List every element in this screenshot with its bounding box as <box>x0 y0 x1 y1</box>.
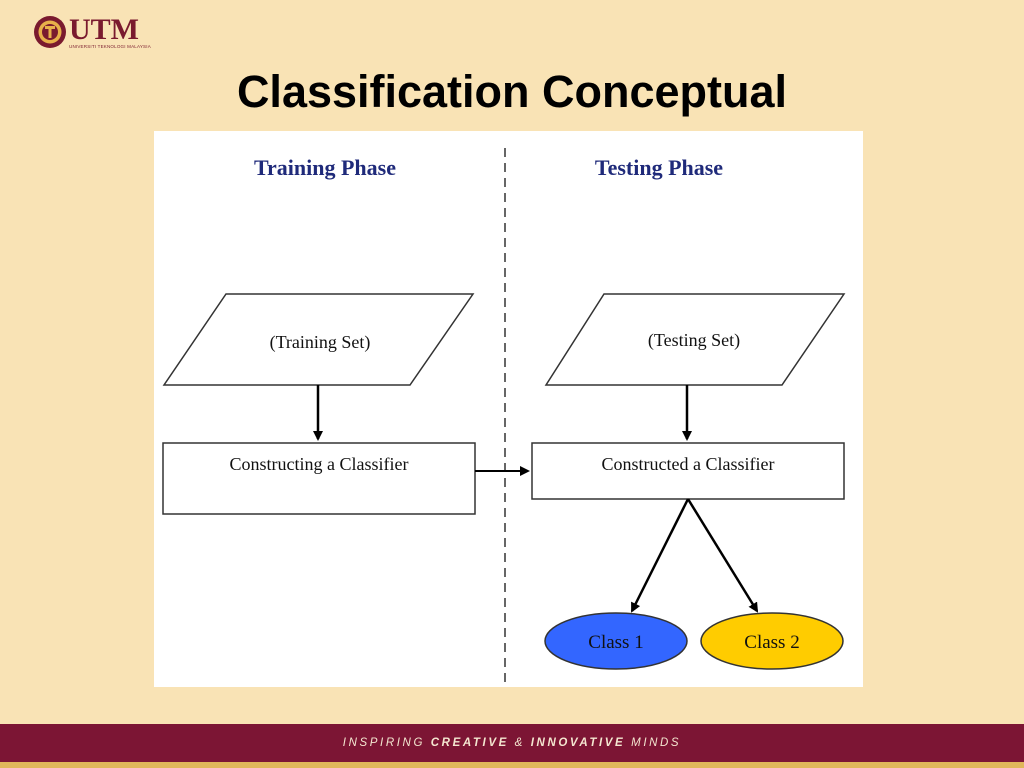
footer-bar: INSPIRING CREATIVE & INNOVATIVE MINDS <box>0 724 1024 762</box>
class1-label: Class 1 <box>588 632 643 653</box>
constructing-classifier-label: Constructing a Classifier <box>230 454 409 474</box>
utm-seal-icon <box>33 15 67 49</box>
constructed-classifier-box <box>531 442 845 500</box>
logo-wordmark: UTM <box>69 12 139 46</box>
training-set-parallelogram <box>162 293 475 386</box>
training-set-label: (Training Set) <box>270 332 371 353</box>
classification-diagram: Training Phase Testing Phase (Training S… <box>154 131 863 687</box>
footer-stripe <box>0 762 1024 768</box>
testing-set-parallelogram <box>544 293 846 386</box>
constructing-classifier-box <box>162 442 476 515</box>
class1-ellipse <box>544 612 688 670</box>
testing-phase-heading: Testing Phase <box>595 155 723 180</box>
class2-label: Class 2 <box>744 632 799 653</box>
logo-subtitle: UNIVERSITI TEKNOLOGI MALAYSIA <box>69 43 151 49</box>
footer-tagline: INSPIRING CREATIVE & INNOVATIVE MINDS <box>342 737 682 749</box>
constructed-classifier-label: Constructed a Classifier <box>602 454 775 474</box>
class1-arrow <box>630 498 690 613</box>
training-phase-heading: Training Phase <box>254 155 396 180</box>
class2-arrow <box>686 498 759 613</box>
slide-title: Classification Conceptual <box>236 66 788 117</box>
testing-set-label: (Testing Set) <box>648 330 740 351</box>
class2-ellipse <box>700 612 844 670</box>
utm-logo: UTM UNIVERSITI TEKNOLOGI MALAYSIA <box>33 12 151 49</box>
